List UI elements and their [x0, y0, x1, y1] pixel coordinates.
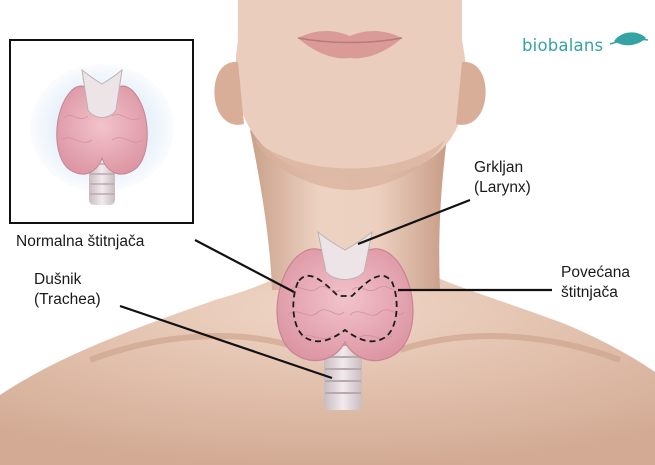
- larynx-label-line1: Grkljan: [474, 158, 523, 177]
- larynx-label-line2: (Larynx): [474, 178, 531, 197]
- trachea-label-line2: (Trachea): [34, 290, 101, 309]
- goiter-label-line1: Povećana: [561, 263, 630, 282]
- brand-logo: biobalans: [522, 36, 603, 55]
- leaf-icon: [610, 32, 648, 45]
- normal-thyroid-inset: [10, 40, 193, 223]
- normal-thyroid-label: Normalna štitnjača: [16, 232, 144, 251]
- goiter-label-line2: štitnjača: [561, 283, 618, 302]
- trachea-label-line1: Dušnik: [34, 270, 81, 289]
